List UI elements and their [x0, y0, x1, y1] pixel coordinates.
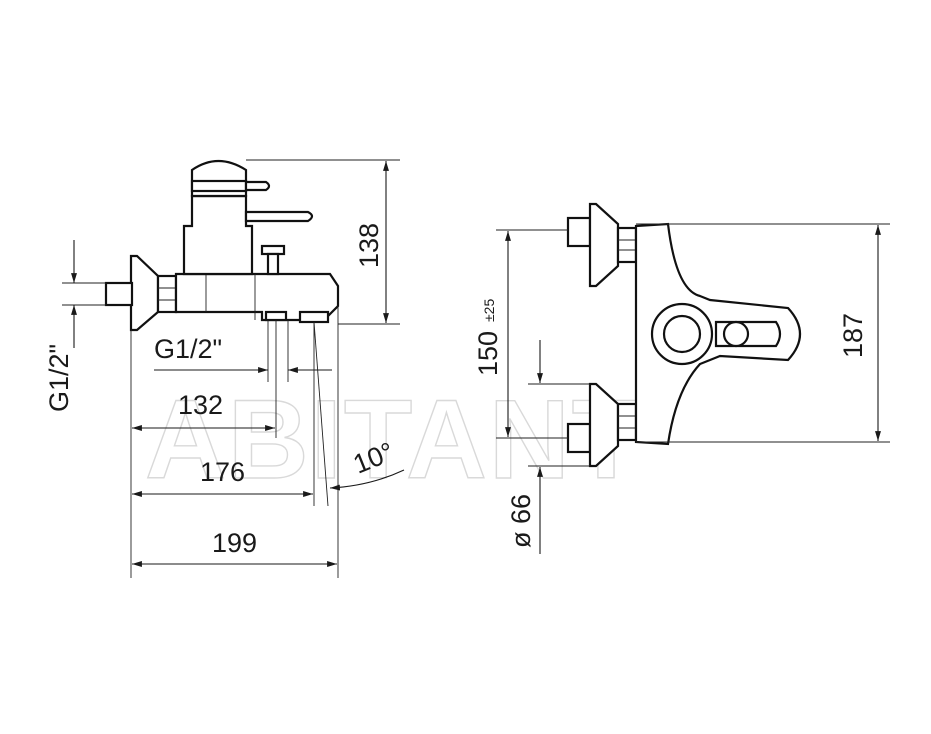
- dim-diameter-66: ø 66: [506, 340, 590, 554]
- dim-depth-132: 132: [132, 390, 275, 431]
- front-view-body: [566, 202, 801, 468]
- side-view: G1/2" G1/2" 138 132: [44, 159, 405, 578]
- watermark: ABITANT: [145, 377, 642, 502]
- dim-height-187-label: 187: [838, 313, 868, 358]
- front-view: 150 ±25 ø 66 187: [473, 202, 890, 554]
- dim-inlet-thread-horizontal-label: G1/2": [154, 334, 222, 364]
- dim-inlet-thread-vertical-label: G1/2": [44, 344, 74, 412]
- dim-depth-132-label: 132: [178, 390, 223, 420]
- dim-height-138: 138: [246, 159, 400, 325]
- dim-centers-tolerance-label: ±25: [481, 299, 497, 322]
- side-view-body: [104, 159, 340, 332]
- dim-height-138-label: 138: [354, 223, 384, 268]
- dim-depth-176-label: 176: [200, 457, 245, 487]
- dim-height-187: 187: [636, 223, 890, 443]
- dim-centers-150: 150 ±25: [473, 229, 568, 439]
- dim-inlet-thread-horizontal: G1/2": [154, 320, 332, 382]
- dim-depth-199: 199: [132, 528, 337, 567]
- dim-depth-176: 176: [132, 457, 313, 497]
- dim-depth-199-label: 199: [212, 528, 257, 558]
- dim-centers-150-label: 150: [473, 331, 503, 376]
- dim-diameter-66-label: ø 66: [506, 494, 536, 548]
- dim-inlet-thread-vertical: G1/2": [44, 240, 106, 412]
